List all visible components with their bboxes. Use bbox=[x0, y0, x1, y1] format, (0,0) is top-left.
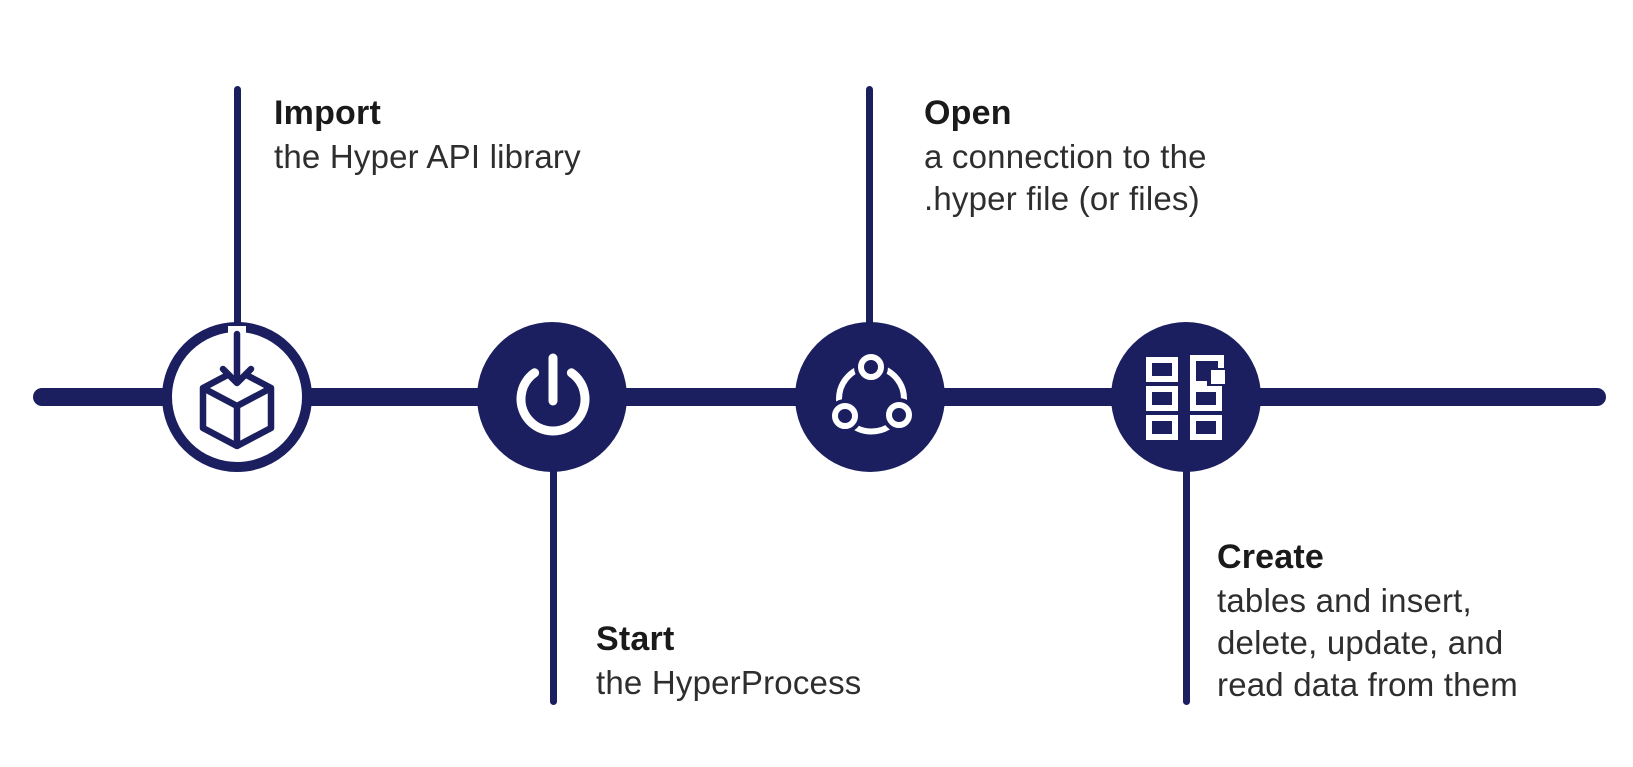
connector-line-import bbox=[234, 86, 241, 330]
step-title: Open bbox=[924, 94, 1012, 132]
timeline-node-import bbox=[162, 322, 312, 472]
connector-line-open bbox=[866, 86, 873, 330]
step-title: Import bbox=[274, 94, 381, 132]
step-label-start: Start the HyperProcess bbox=[596, 616, 861, 704]
step-description: the Hyper API library bbox=[274, 138, 581, 175]
step-description: a connection to the .hyper file (or file… bbox=[924, 138, 1207, 217]
step-title: Start bbox=[596, 620, 675, 658]
step-title: Create bbox=[1217, 538, 1325, 576]
step-description: tables and insert, delete, update, and r… bbox=[1217, 582, 1518, 703]
timeline-node-create bbox=[1111, 322, 1261, 472]
step-label-import: Import the Hyper API library bbox=[274, 90, 581, 178]
step-description: the HyperProcess bbox=[596, 664, 862, 701]
step-label-open: Open a connection to the .hyper file (or… bbox=[924, 90, 1207, 220]
connector-line-start bbox=[550, 460, 557, 705]
connector-line-create bbox=[1183, 460, 1190, 705]
timeline-node-start bbox=[477, 322, 627, 472]
step-label-create: Create tables and insert, delete, update… bbox=[1217, 534, 1518, 706]
timeline-node-open bbox=[795, 322, 945, 472]
